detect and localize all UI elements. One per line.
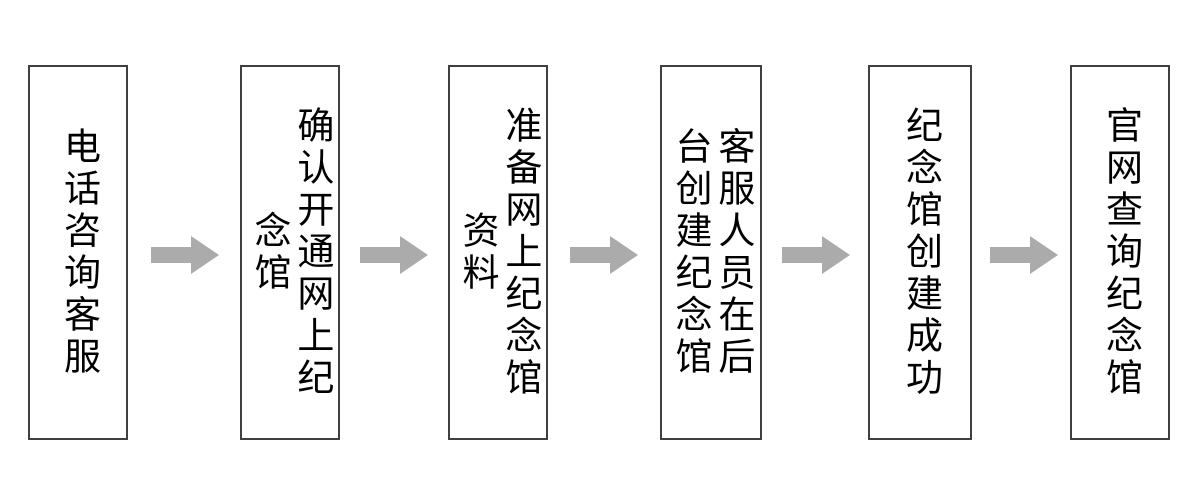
right-arrow-icon (570, 236, 638, 274)
flow-step-1[interactable]: 电话咨询客服 (28, 65, 128, 440)
flow-step-label: 客服人员在后台创建纪念馆 (669, 126, 755, 379)
right-arrow-icon (151, 236, 219, 274)
flow-step-5[interactable]: 纪念馆创建成功 (868, 65, 972, 440)
flow-step-label: 官网查询纪念馆 (1099, 105, 1143, 400)
right-arrow-icon (782, 236, 850, 274)
flow-step-label: 准备网上纪念馆资料 (456, 105, 542, 400)
flow-step-3[interactable]: 准备网上纪念馆资料 (448, 65, 548, 440)
flow-step-label: 确认开通网上纪念馆 (248, 105, 334, 400)
flow-step-6[interactable]: 官网查询纪念馆 (1070, 65, 1170, 440)
flow-step-label: 电话咨询客服 (57, 126, 101, 379)
right-arrow-icon (360, 236, 428, 274)
flow-step-2[interactable]: 确认开通网上纪念馆 (240, 65, 340, 440)
flow-step-label: 纪念馆创建成功 (899, 105, 943, 400)
right-arrow-icon (990, 236, 1058, 274)
flow-step-4[interactable]: 客服人员在后台创建纪念馆 (660, 65, 762, 440)
